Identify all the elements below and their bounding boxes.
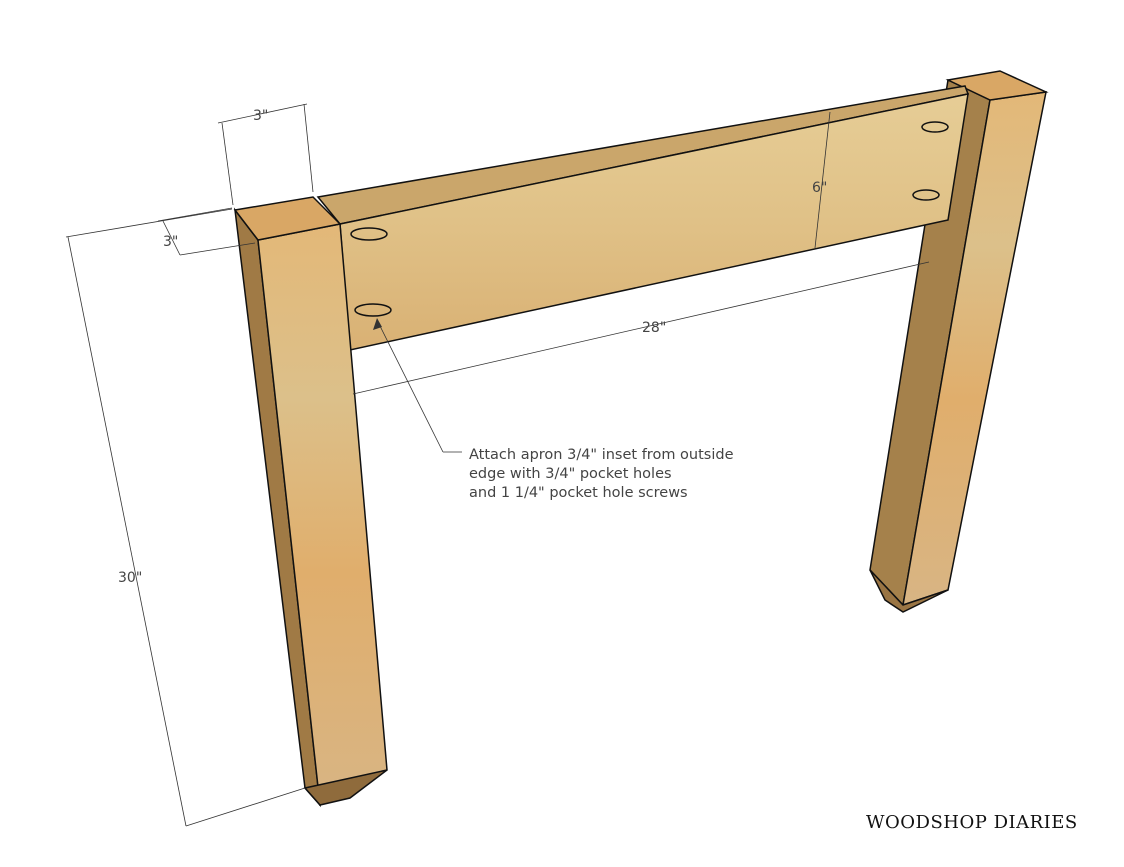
pocket-hole <box>912 189 940 201</box>
note-line: and 1 1/4" pocket hole screws <box>469 485 688 501</box>
left-leg <box>233 196 388 808</box>
apron-length-label: 28" <box>642 320 666 336</box>
leg-height-label: 30" <box>118 570 142 586</box>
right-leg <box>869 70 1049 613</box>
leg-width-label: 3" <box>253 108 268 124</box>
pocket-hole <box>354 303 392 317</box>
pocket-hole <box>921 121 949 133</box>
apron-board <box>316 85 970 351</box>
assembly-note: Attach apron 3/4" inset from outside edg… <box>469 446 734 503</box>
dimension-lines <box>65 103 930 827</box>
note-line: Attach apron 3/4" inset from outside <box>469 447 734 463</box>
pocket-hole <box>350 227 388 241</box>
leg-depth-label: 3" <box>163 234 178 250</box>
brand-logo-text: WOODSHOP DIARIES <box>866 812 1078 833</box>
apron-height-label: 6" <box>812 180 827 196</box>
note-line: edge with 3/4" pocket holes <box>469 466 672 482</box>
